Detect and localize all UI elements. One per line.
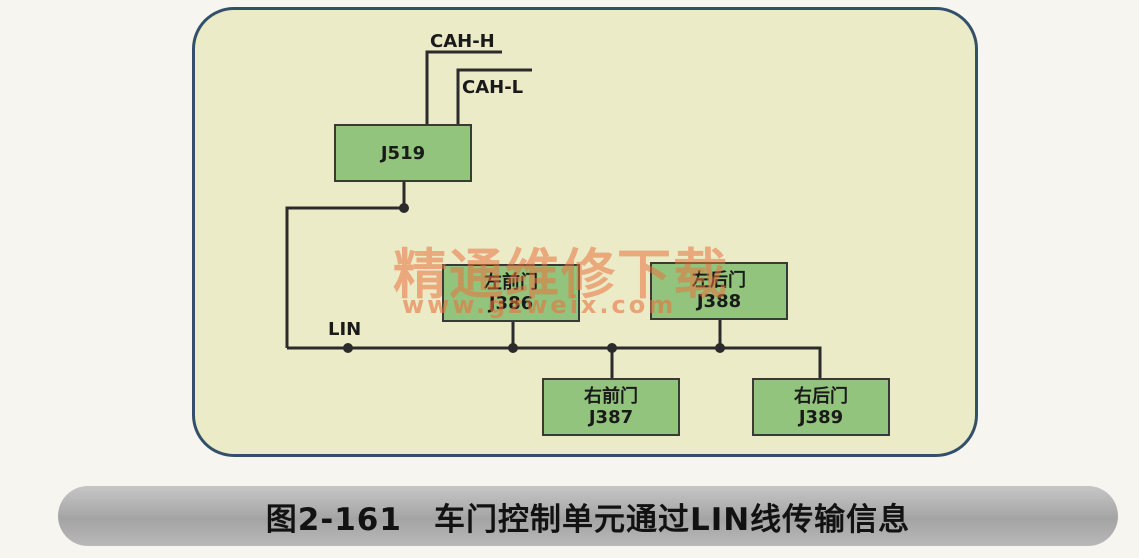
- watermark-url: www.gzweix.com: [402, 291, 677, 319]
- junction-dot-j519: [399, 203, 409, 213]
- node-j519: J519: [334, 124, 472, 182]
- node-j519-code: J519: [380, 142, 426, 164]
- junction-dot-lin: [343, 343, 353, 353]
- watermark-text: 精通维修下载: [393, 242, 729, 306]
- node-front-left-door: 左前门 J386: [442, 264, 580, 322]
- figure-caption: 图2-161 车门控制单元通过LIN线传输信息: [265, 501, 911, 538]
- node-rear-left-door: 左后门 J388: [650, 262, 788, 320]
- lin-bus-left: [285, 206, 404, 348]
- junction-dot-front-right: [607, 343, 617, 353]
- node-front-right-door: 右前门 J387: [542, 378, 680, 436]
- node-front-left-name: 左前门: [484, 272, 538, 293]
- node-front-left-code: J386: [488, 293, 534, 314]
- junction-dot-front-left: [508, 343, 518, 353]
- node-rear-left-code: J388: [696, 291, 742, 312]
- can-low-label: CAH-L: [462, 77, 524, 98]
- node-rear-right-code: J389: [798, 407, 844, 428]
- junction-dot-rear-left: [715, 343, 725, 353]
- node-rear-right-door: 右后门 J389: [752, 378, 890, 436]
- node-front-right-code: J387: [588, 407, 634, 428]
- can-low-wire: [456, 68, 532, 124]
- node-front-right-name: 右前门: [584, 386, 638, 407]
- can-high-label: CAH-H: [430, 31, 495, 52]
- can-high-wire: [425, 50, 502, 124]
- node-rear-left-name: 左后门: [692, 270, 746, 291]
- lin-label: LIN: [328, 319, 362, 340]
- node-rear-right-name: 右后门: [794, 386, 848, 407]
- caption-bar: 图2-161 车门控制单元通过LIN线传输信息: [58, 486, 1118, 546]
- lin-bus-main: [287, 346, 822, 378]
